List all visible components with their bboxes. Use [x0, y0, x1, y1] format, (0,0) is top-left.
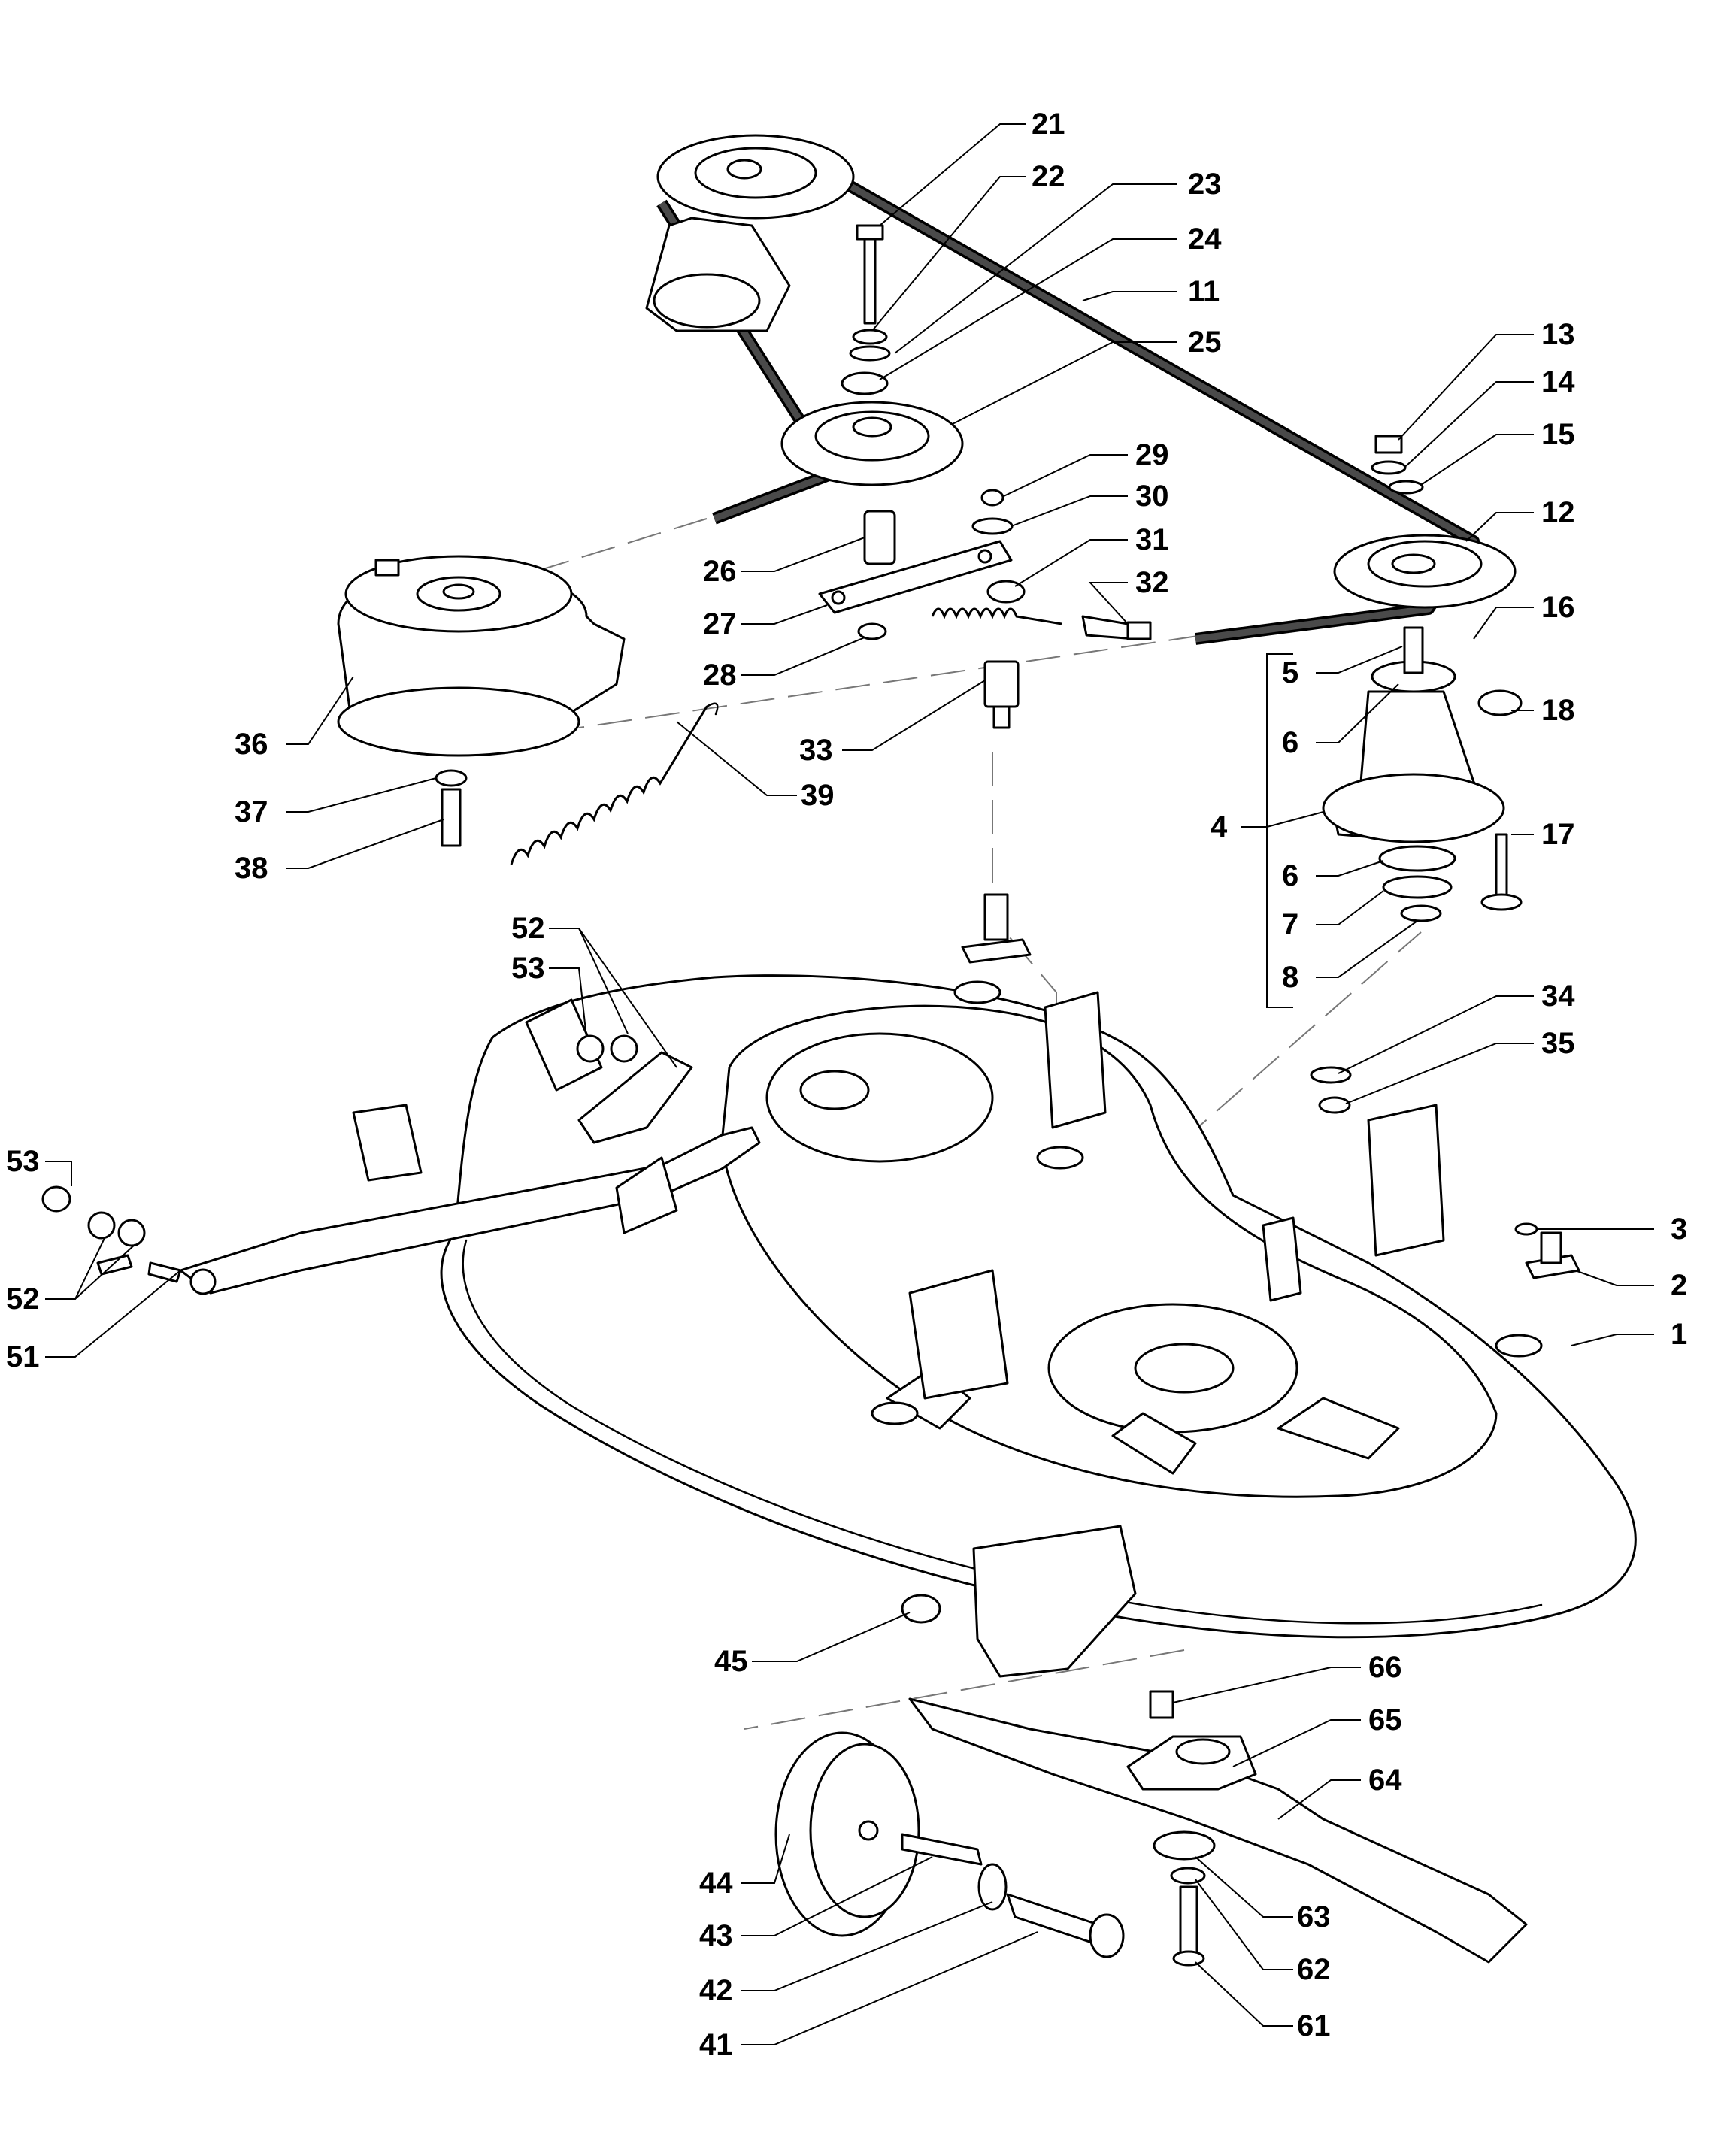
callout-6-lower: 6	[1282, 859, 1298, 892]
callout-35: 35	[1541, 1027, 1575, 1060]
callout-45: 45	[714, 1645, 748, 1678]
callout-41: 41	[699, 2028, 733, 2061]
tensioner-arm	[818, 540, 1013, 614]
callout-28: 28	[703, 659, 737, 692]
callout-25: 25	[1188, 326, 1222, 359]
callout-17: 17	[1541, 818, 1575, 851]
callout-21: 21	[1032, 107, 1065, 141]
callout-15: 15	[1541, 418, 1575, 451]
callout-18: 18	[1541, 694, 1575, 727]
callout-3: 3	[1671, 1213, 1687, 1246]
callout-23: 23	[1188, 168, 1222, 201]
anti-scalp-wheel	[774, 1731, 1125, 1958]
callout-65: 65	[1368, 1703, 1402, 1737]
callout-22: 22	[1032, 160, 1065, 193]
callout-1: 1	[1671, 1318, 1687, 1351]
callout-52-upper: 52	[511, 912, 545, 945]
leader-lines	[45, 123, 1654, 2045]
callout-53-left: 53	[6, 1145, 40, 1178]
callout-34: 34	[1541, 980, 1575, 1013]
callout-38: 38	[235, 852, 268, 885]
spindle-housing	[1322, 626, 1505, 843]
callout-7: 7	[1282, 908, 1298, 941]
callout-26: 26	[703, 555, 737, 588]
callout-30: 30	[1135, 480, 1169, 513]
callout-66: 66	[1368, 1651, 1402, 1684]
callout-31: 31	[1135, 523, 1169, 556]
callout-27: 27	[703, 607, 737, 640]
callout-62: 62	[1297, 1953, 1331, 1986]
callout-8: 8	[1282, 961, 1298, 994]
callout-51: 51	[6, 1340, 40, 1373]
deck-lift-arm	[147, 1051, 761, 1295]
callout-53-upper: 53	[511, 952, 545, 985]
callout-2: 2	[1671, 1269, 1687, 1302]
callout-61: 61	[1297, 2009, 1331, 2042]
callout-24: 24	[1188, 223, 1222, 256]
callout-44: 44	[699, 1867, 733, 1900]
callout-6-upper: 6	[1282, 726, 1298, 759]
spindle-pulley-upper	[645, 134, 855, 332]
callout-labels: 21 22 23 24 11 25 13 14 15 12 16 18 17 2…	[6, 107, 1687, 2061]
callout-63: 63	[1297, 1900, 1331, 1933]
callout-4: 4	[1211, 810, 1228, 843]
callout-11: 11	[1188, 275, 1220, 308]
callout-29: 29	[1135, 438, 1169, 471]
callout-42: 42	[699, 1974, 733, 2007]
callout-37: 37	[235, 795, 268, 828]
small-hardware	[41, 224, 1580, 1719]
tension-spring	[931, 607, 1152, 640]
callout-5: 5	[1282, 656, 1298, 689]
mower-deck	[352, 974, 1637, 1639]
idler-pulley	[780, 401, 964, 486]
callout-33: 33	[799, 734, 833, 767]
electric-clutch	[337, 555, 626, 757]
callout-64: 64	[1368, 1764, 1402, 1797]
callout-36: 36	[235, 728, 268, 761]
callout-16: 16	[1541, 591, 1575, 624]
blade-assembly	[908, 1697, 1528, 1967]
callout-39: 39	[801, 779, 835, 812]
callout-14: 14	[1541, 365, 1575, 398]
callout-13: 13	[1541, 318, 1575, 351]
callout-52-left: 52	[6, 1282, 40, 1316]
callout-32: 32	[1135, 566, 1169, 599]
callout-12: 12	[1541, 496, 1575, 529]
spindle-pulley-right	[1333, 534, 1517, 609]
deck-spring	[510, 702, 719, 865]
callout-43: 43	[699, 1919, 733, 1952]
